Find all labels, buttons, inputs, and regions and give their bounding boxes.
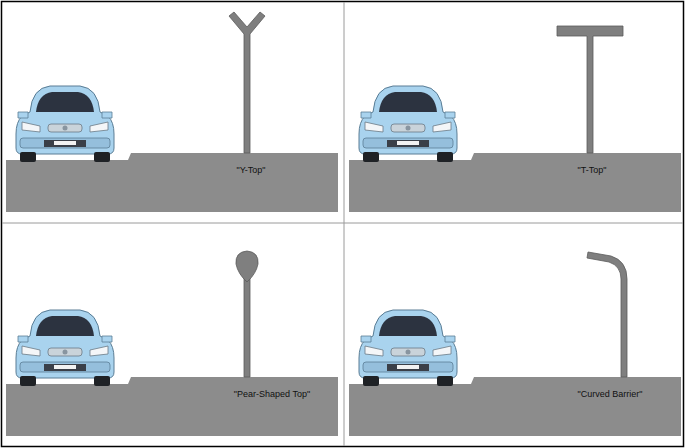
t-top-panel <box>349 26 681 212</box>
curved-barrier-panel <box>349 252 681 436</box>
barrier-type-label: "Y-Top" <box>236 166 265 176</box>
barrier-type-label: "T-Top" <box>578 166 607 176</box>
barrier-type-label: "Curved Barrier" <box>578 390 643 400</box>
y-top-panel <box>6 12 338 212</box>
barrier-type-label: "Pear-Shaped Top" <box>234 390 310 400</box>
pear-top-panel <box>6 251 338 436</box>
